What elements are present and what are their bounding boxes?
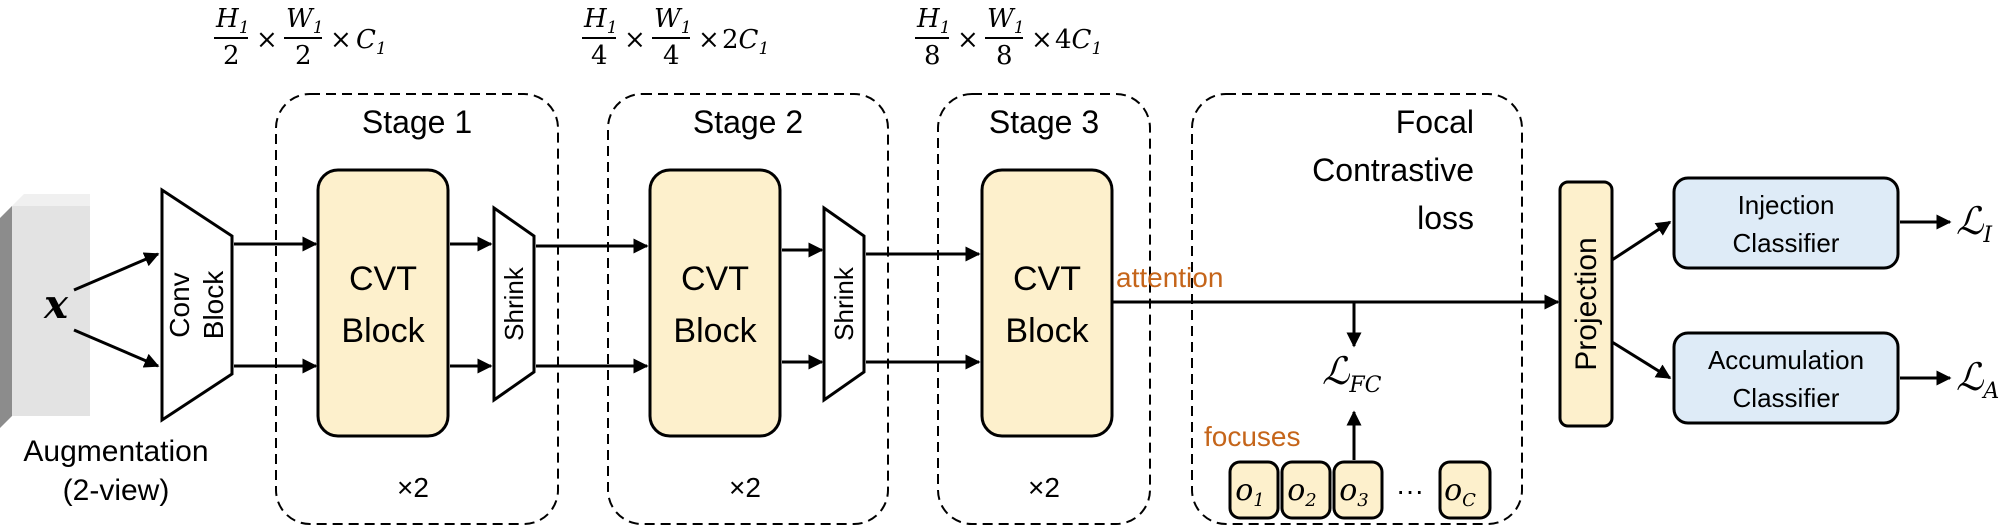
svg-text:Block: Block xyxy=(1005,312,1089,350)
svg-text:4: 4 xyxy=(663,41,680,71)
svg-text:2: 2 xyxy=(223,41,240,71)
focal-loss-symbol: ℒFC xyxy=(1322,349,1382,398)
svg-text:W1: W1 xyxy=(987,4,1025,38)
svg-text:Block: Block xyxy=(673,312,757,350)
svg-text:H1: H1 xyxy=(215,4,250,38)
flow-arrows xyxy=(73,214,1952,460)
svg-text:o1: o1 xyxy=(1235,473,1265,511)
shrink-block-stage2: Shrink xyxy=(822,205,866,403)
svg-text:×: × xyxy=(256,25,278,55)
stage1-repeat: ×2 xyxy=(397,472,429,503)
svg-text:8: 8 xyxy=(924,41,941,71)
shrink-block-stage1: Shrink xyxy=(492,205,536,403)
dim-label-stage1: H1 2 × W1 2 × C1 xyxy=(214,4,387,71)
svg-text:Shrink: Shrink xyxy=(829,266,859,341)
svg-text:CVT: CVT xyxy=(1013,260,1081,298)
dim-label-stage3: H1 8 × W1 8 × 4C1 xyxy=(915,4,1102,71)
svg-text:W1: W1 xyxy=(286,4,324,38)
stage3-repeat: ×2 xyxy=(1028,472,1060,503)
svg-text:H1: H1 xyxy=(916,4,951,38)
svg-text:o3: o3 xyxy=(1339,473,1369,511)
svg-text:Block: Block xyxy=(198,270,229,339)
stage2-title: Stage 2 xyxy=(693,104,803,140)
svg-text:oC: oC xyxy=(1444,473,1476,511)
svg-text:C1: C1 xyxy=(356,25,387,59)
focal-loss-group xyxy=(1191,93,1523,525)
stage1-title: Stage 1 xyxy=(362,104,472,140)
stage1-group xyxy=(275,93,559,525)
svg-text:2C1: 2C1 xyxy=(722,25,769,59)
svg-text:Classifier: Classifier xyxy=(1733,383,1840,413)
svg-text:Injection: Injection xyxy=(1738,190,1835,220)
focus-item: o1 xyxy=(1228,460,1280,520)
svg-text:H1: H1 xyxy=(583,4,618,38)
svg-text:o2: o2 xyxy=(1287,473,1317,511)
cvt-block-stage3: CVT Block xyxy=(980,168,1114,438)
svg-text:×: × xyxy=(698,25,720,55)
focus-ellipsis: ··· xyxy=(1396,475,1424,506)
svg-text:W1: W1 xyxy=(654,4,692,38)
svg-text:Block: Block xyxy=(341,312,425,350)
conv-block: Conv Block xyxy=(160,187,234,423)
svg-text:Accumulation: Accumulation xyxy=(1708,345,1864,375)
stage3-title: Stage 3 xyxy=(989,104,1099,140)
svg-text:×: × xyxy=(957,25,979,55)
svg-text:Conv: Conv xyxy=(164,272,195,337)
svg-text:Shrink: Shrink xyxy=(499,266,529,341)
svg-text:CVT: CVT xyxy=(681,260,749,298)
cvt-block-stage1: CVT Block xyxy=(316,168,450,438)
svg-text:×: × xyxy=(624,25,646,55)
svg-text:4C1: 4C1 xyxy=(1055,25,1102,59)
stage2-repeat: ×2 xyxy=(729,472,761,503)
input-caption-line2: (2-view) xyxy=(63,474,170,507)
svg-text:Projection: Projection xyxy=(1570,237,1603,370)
focuses-label: focuses xyxy=(1204,421,1301,452)
svg-text:×: × xyxy=(330,25,352,55)
stage3-group xyxy=(937,93,1151,525)
focus-item: oC xyxy=(1438,460,1492,520)
svg-text:Contrastive: Contrastive xyxy=(1312,152,1474,188)
injection-loss-symbol: ℒI xyxy=(1956,199,1993,248)
input-image: x xyxy=(0,194,90,428)
dim-label-stage2: H1 4 × W1 4 × 2C1 xyxy=(582,4,769,71)
svg-text:Focal: Focal xyxy=(1396,104,1474,140)
focus-item: o3 xyxy=(1332,460,1384,520)
svg-text:×: × xyxy=(1031,25,1053,55)
svg-text:Classifier: Classifier xyxy=(1733,228,1840,258)
input-caption-line1: Augmentation xyxy=(23,435,208,468)
svg-text:CVT: CVT xyxy=(349,260,417,298)
stage2-group xyxy=(607,93,889,525)
focal-loss-title: Focal Contrastive loss xyxy=(1312,104,1474,236)
svg-text:4: 4 xyxy=(591,41,608,71)
input-symbol: x xyxy=(43,281,69,328)
accumulation-loss-symbol: ℒA xyxy=(1956,355,1999,404)
injection-classifier: Injection Classifier xyxy=(1672,176,1900,270)
svg-text:8: 8 xyxy=(996,41,1013,71)
attention-label: attention xyxy=(1116,262,1223,293)
accumulation-classifier: Accumulation Classifier xyxy=(1672,331,1900,425)
svg-text:2: 2 xyxy=(295,41,312,71)
svg-text:loss: loss xyxy=(1417,200,1474,236)
focus-item: o2 xyxy=(1280,460,1332,520)
projection-block: Projection xyxy=(1558,180,1614,428)
cvt-block-stage2: CVT Block xyxy=(648,168,782,438)
